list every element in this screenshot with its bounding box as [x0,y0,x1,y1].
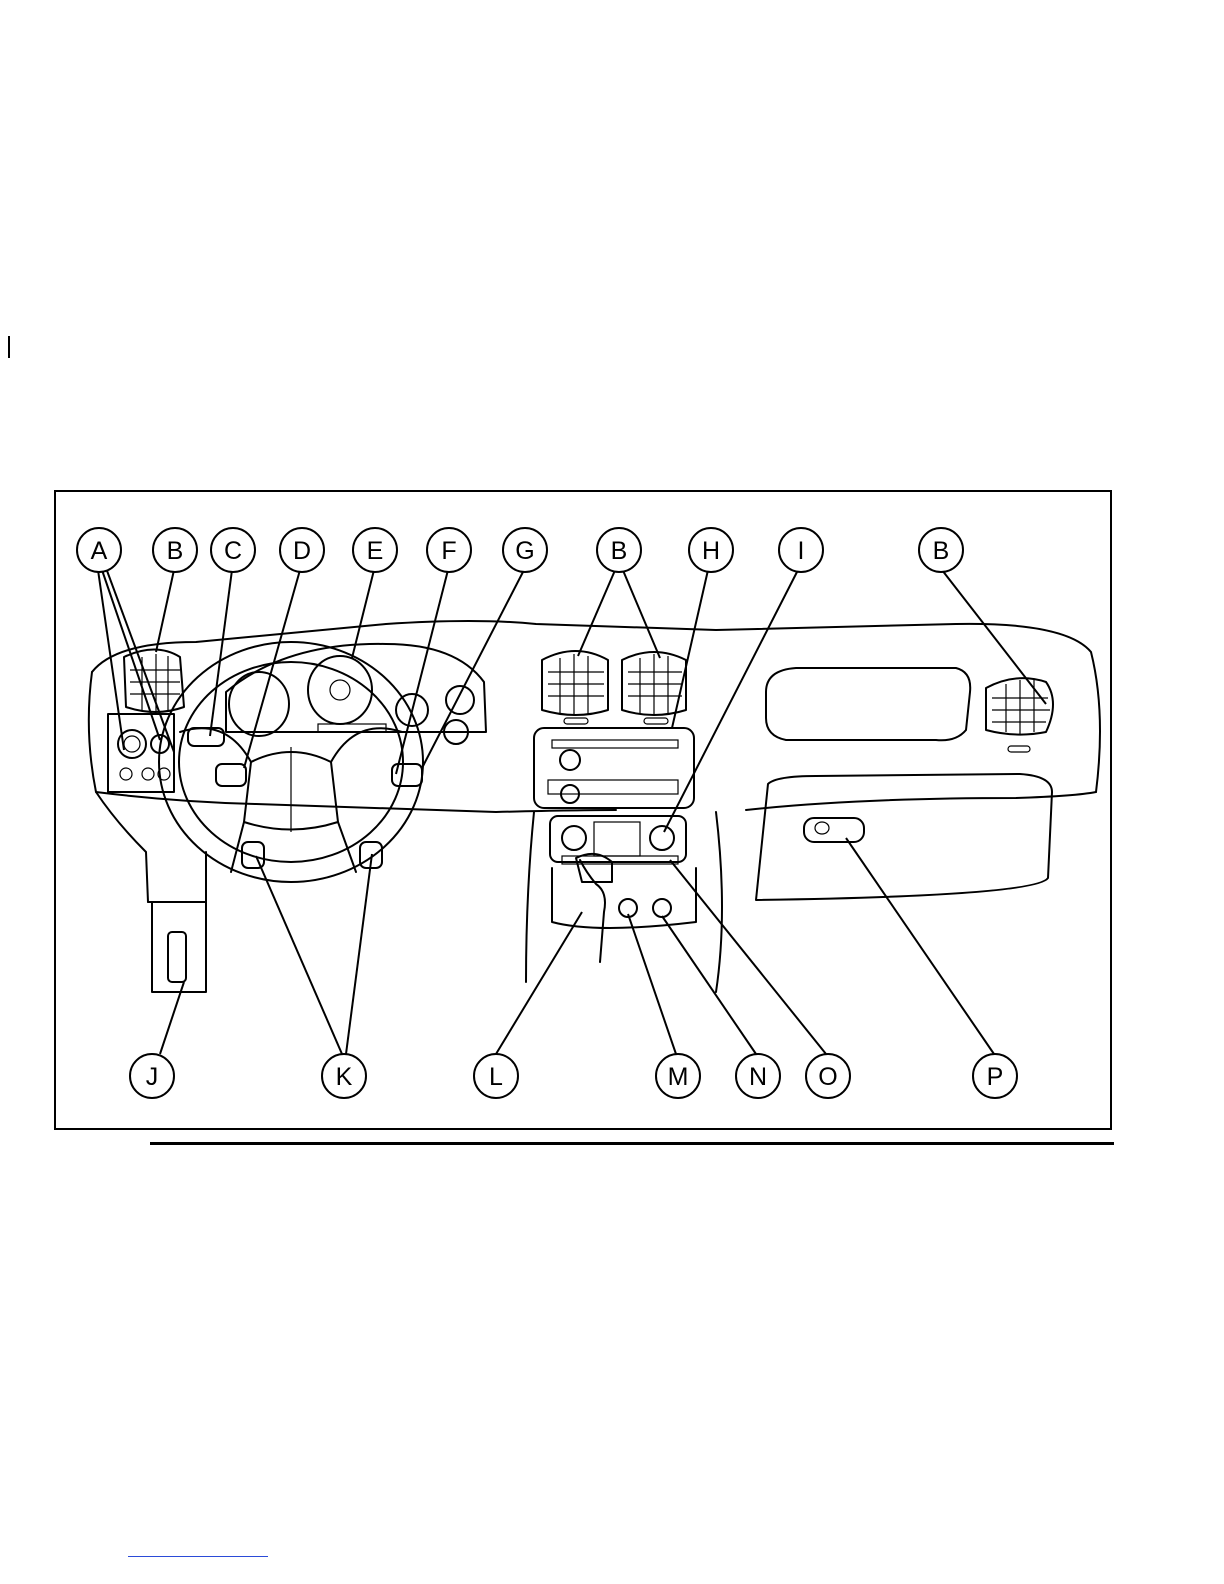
callout-label: C [224,537,242,565]
passenger-dash [766,668,1053,752]
callout-b-right: B [919,528,963,572]
glove-box [756,774,1052,900]
callout-g: G [503,528,547,572]
callout-e: E [353,528,397,572]
instrument-panel-drawing: A B C D E F G B H I B J K L M N O P [56,492,1114,1132]
instrument-panel-figure: A B C D E F G B H I B J K L M N O P [54,490,1112,1130]
callout-label: F [441,537,456,565]
callout-label: A [91,537,108,565]
hood-release [152,902,206,992]
callout-a: A [77,528,121,572]
callout-label: I [798,537,805,565]
section-rule [150,1142,1114,1145]
callout-b: B [153,528,197,572]
center-console [526,812,722,992]
change-bar [8,336,10,358]
dashboard-outline [89,621,1100,902]
center-vents [542,651,686,724]
callout-label: P [987,1063,1004,1091]
callout-label: B [611,537,628,565]
callout-label: J [146,1063,159,1091]
audio-system [534,728,694,808]
callout-c: C [211,528,255,572]
callout-label: G [515,537,534,565]
callout-h: H [689,528,733,572]
callout-label: K [336,1063,353,1091]
callout-label: M [668,1063,689,1091]
callout-label: L [489,1063,503,1091]
callout-p: P [973,1054,1017,1098]
callout-d: D [280,528,324,572]
callout-m: M [656,1054,700,1098]
climate-controls [550,816,686,864]
steering-wheel [159,642,423,882]
callout-label: D [293,537,311,565]
callout-o: O [806,1054,850,1098]
callout-l: L [474,1054,518,1098]
callout-label: O [818,1063,837,1091]
callout-b-center: B [597,528,641,572]
callout-label: H [702,537,720,565]
callout-label: E [367,537,384,565]
callout-f: F [427,528,471,572]
callout-label: N [749,1063,767,1091]
callout-label: B [933,537,950,565]
callout-i: I [779,528,823,572]
footer-link-underline[interactable] [128,1556,268,1557]
callout-j: J [130,1054,174,1098]
callout-k: K [322,1054,366,1098]
callout-label: B [167,537,184,565]
callout-n: N [736,1054,780,1098]
